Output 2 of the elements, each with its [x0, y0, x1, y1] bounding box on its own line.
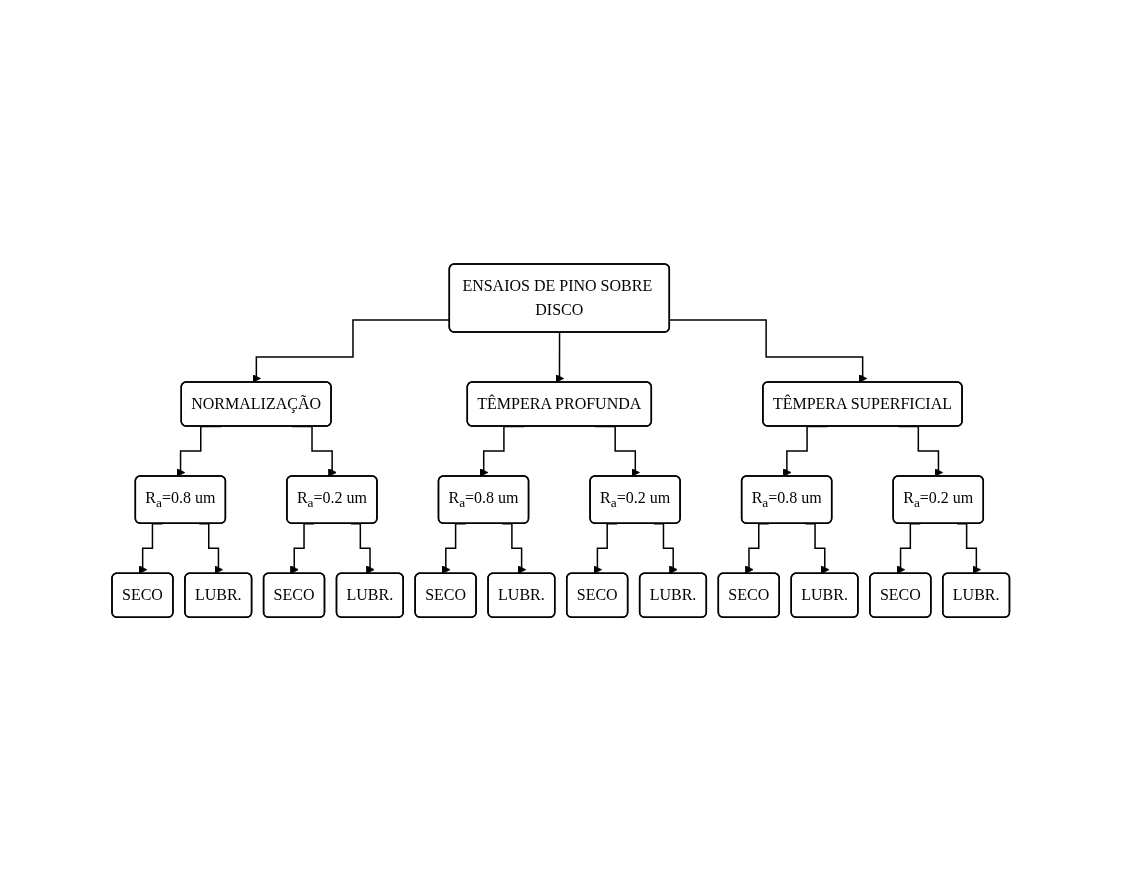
arrow [555, 331, 565, 383]
arrow [669, 319, 868, 383]
